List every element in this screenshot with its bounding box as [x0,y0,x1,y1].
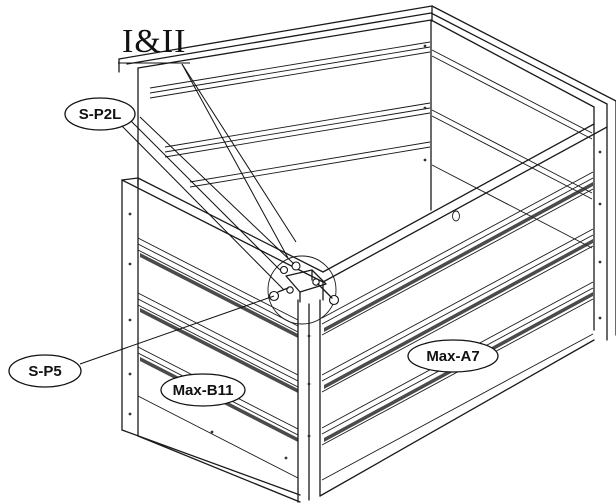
detail-circle [267,255,340,325]
top-rim [118,5,616,108]
corner-post [297,299,321,503]
front-left-panel [121,179,301,503]
label-s-p2l-text: S-P2L [79,106,122,123]
back-right-wall [431,49,616,341]
label-max-a7-text: Max-A7 [426,348,479,365]
label-max-a7: Max-A7 [407,339,499,373]
bolt-icon [279,265,289,275]
label-s-p5-text: S-P5 [28,363,61,380]
leader-lines [79,62,297,365]
label-max-b11-text: Max-B11 [173,382,234,399]
front-top-rim [121,123,608,283]
front-right-panel [319,44,602,497]
label-s-p5: S-P5 [8,354,82,388]
back-left-wall [137,19,432,211]
assembly-step-title: I&II [122,23,186,60]
label-max-b11: Max-B11 [160,373,246,407]
label-s-p2l: S-P2L [64,97,136,131]
